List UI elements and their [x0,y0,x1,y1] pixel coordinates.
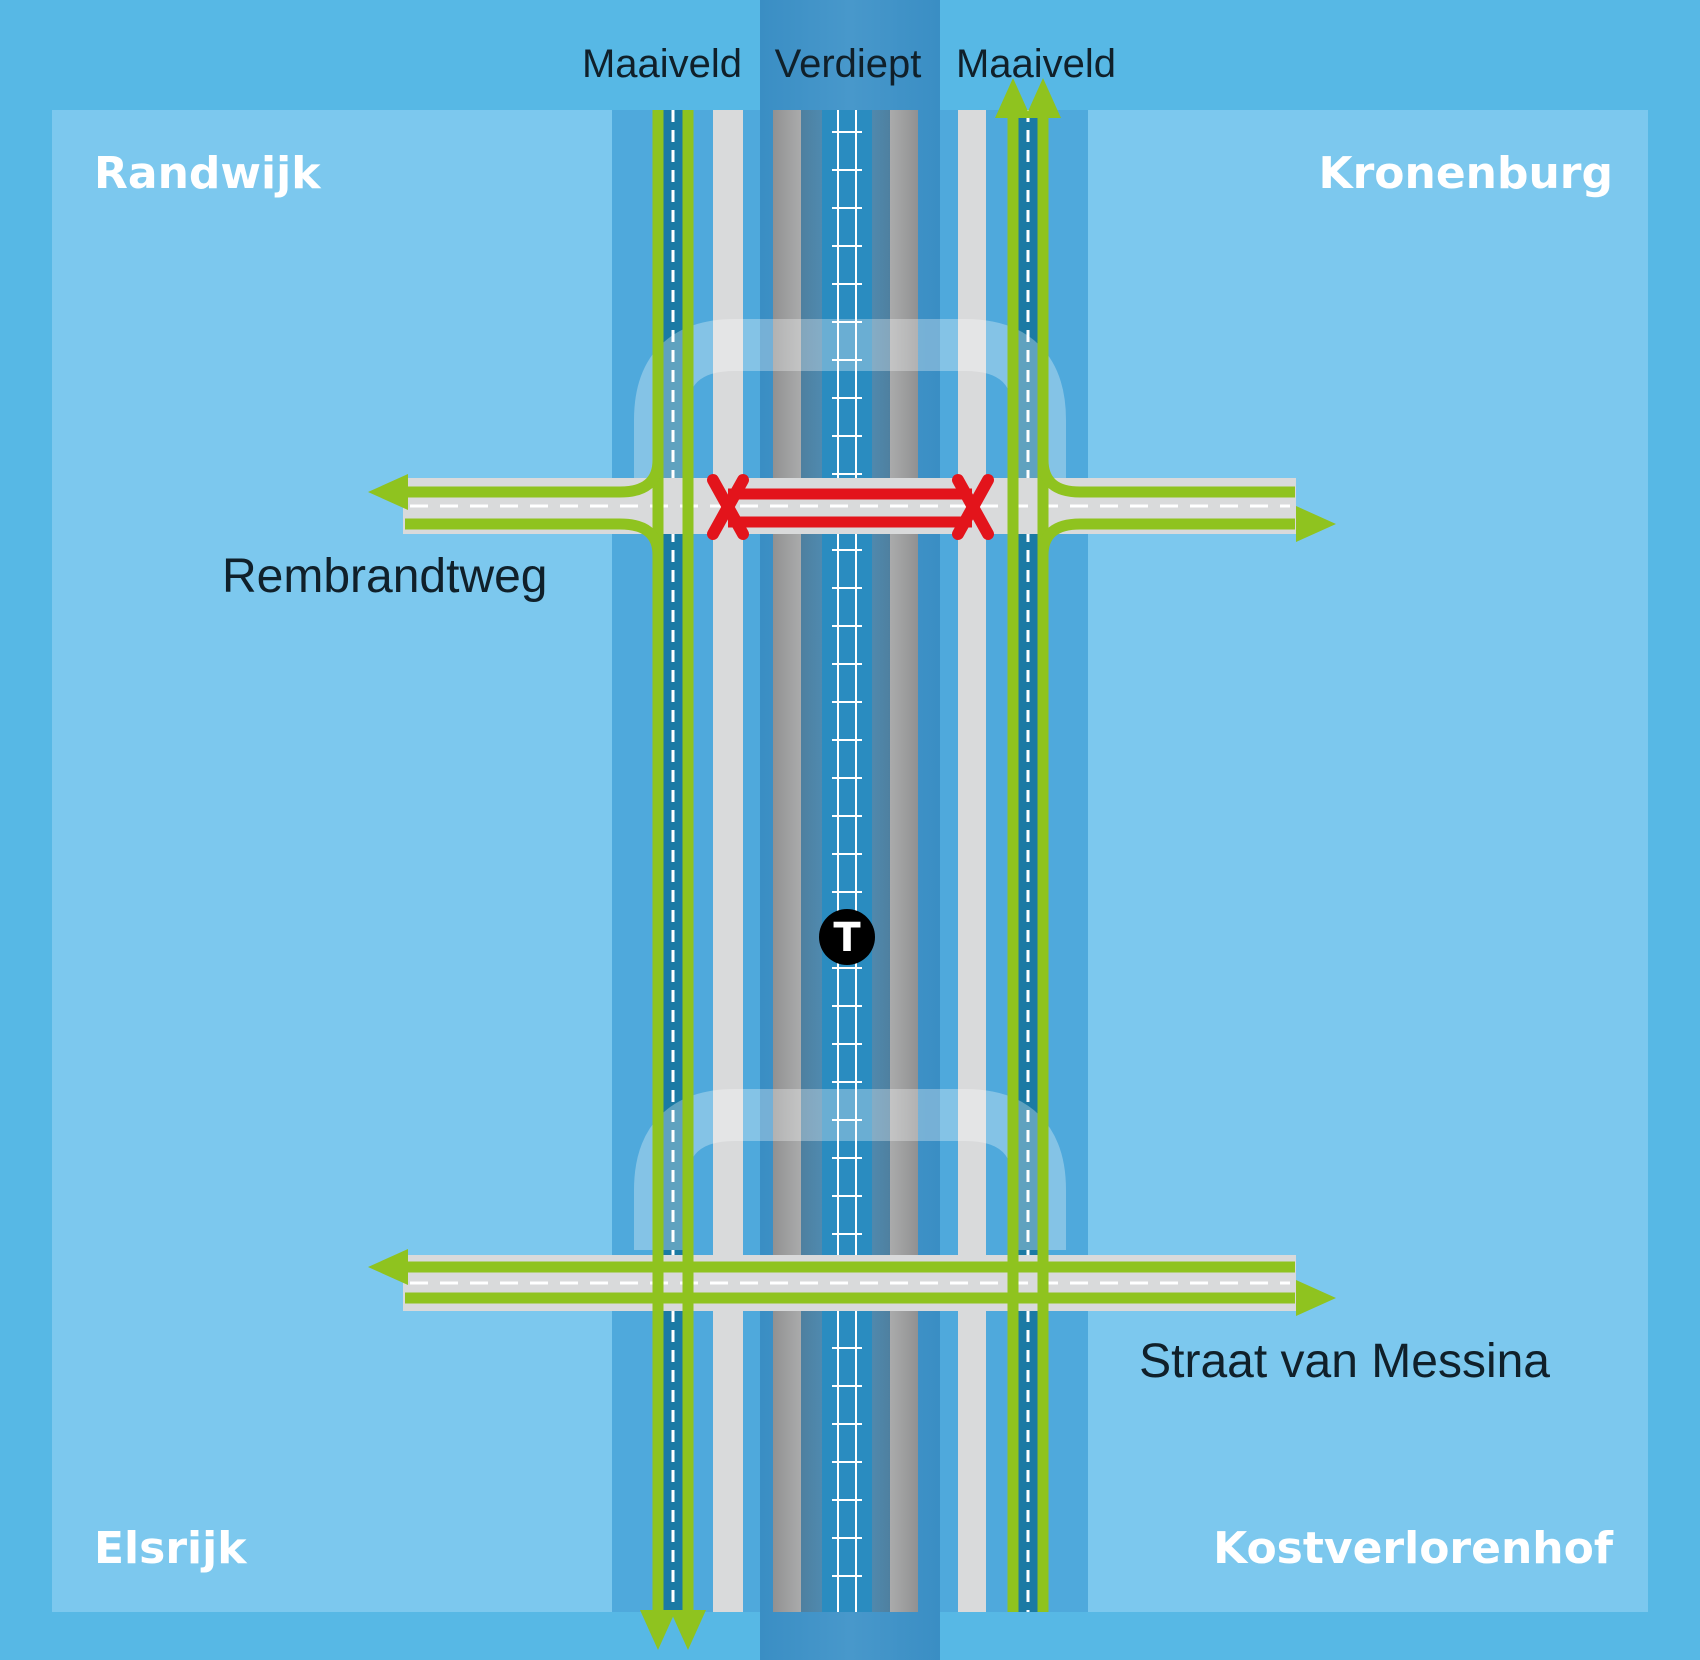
district-label-top-left: Randwijk [94,148,322,199]
loop-ramp-south [634,1089,1066,1250]
column-label-right: Maaiveld [956,42,1116,86]
district-label-bottom-left: Elsrijk [94,1523,248,1574]
road-lane-east [958,110,986,1612]
flow-lines [405,105,1295,1612]
district-block-east [1088,110,1648,1612]
street-label-south: Straat van Messina [1139,1335,1550,1388]
district-label-bottom-right: Kostverlorenhof [1213,1523,1614,1574]
column-label-center: Verdiept [775,42,922,86]
district-label-top-right: Kronenburg [1318,148,1613,199]
loop-ramp-north [634,319,1066,480]
road-lane-west [713,110,743,1612]
tram-stop-letter: T [833,915,861,961]
district-block-west [52,110,612,1612]
arrow-icon [368,78,1336,1650]
closure-cross-icon [707,474,994,540]
column-label-left: Maaiveld [582,42,742,86]
tram-stop-icon: T [819,909,875,965]
tram-sleepers [832,131,862,1577]
street-label-north: Rembrandtweg [222,550,548,603]
